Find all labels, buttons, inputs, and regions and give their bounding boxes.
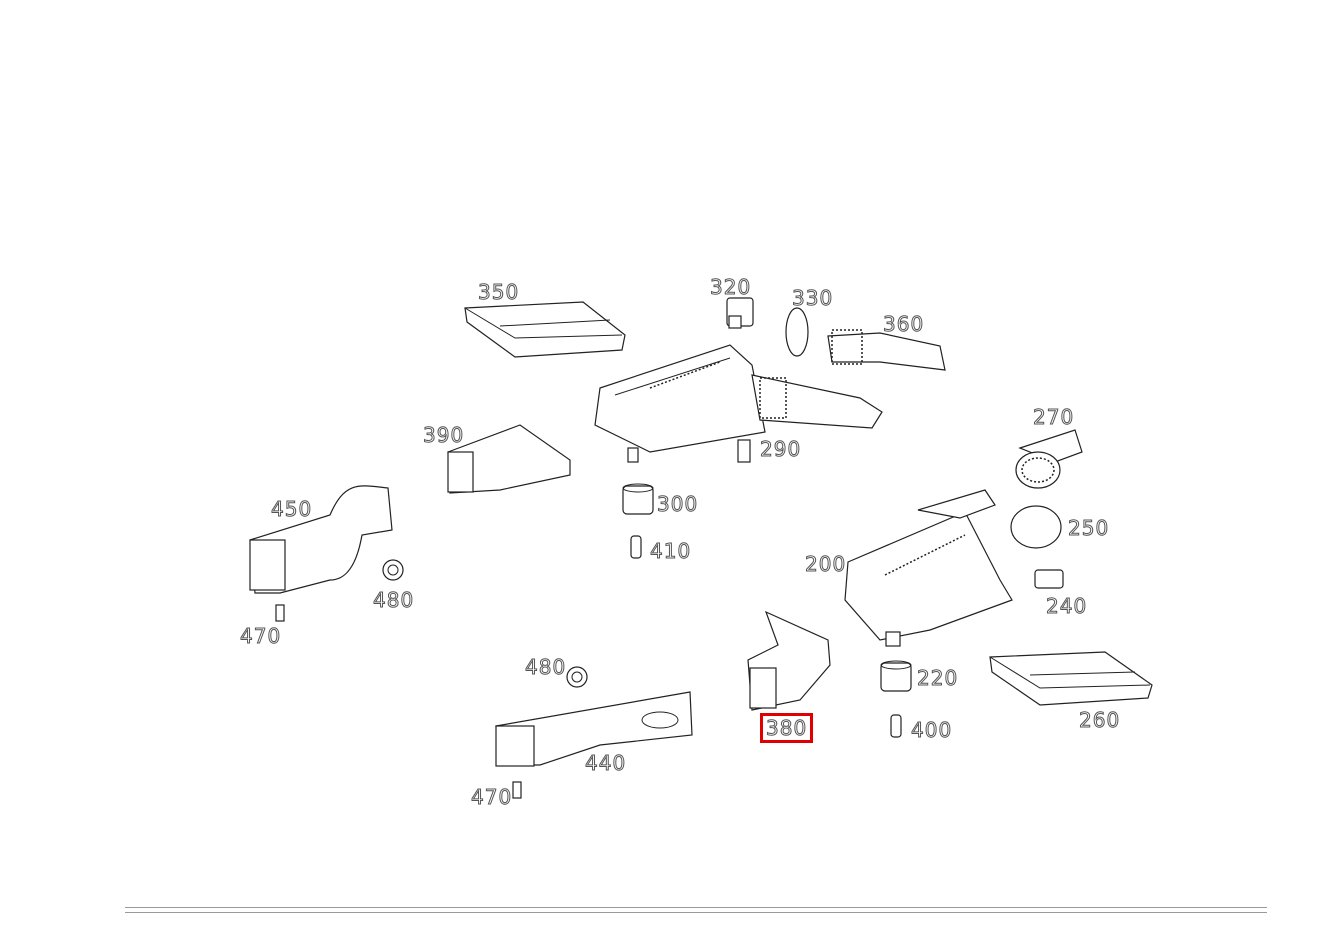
part-390-duct-drawing (447, 424, 571, 494)
part-250-clamp-drawing (1010, 505, 1062, 549)
part-450-duct-drawing (249, 485, 393, 594)
callout-290[interactable]: 290 (759, 437, 802, 461)
part-200-housing-drawing (844, 489, 1013, 647)
callout-380-selected[interactable]: 380 (759, 713, 814, 743)
part-260-filter-drawing (989, 651, 1153, 706)
callout-470-lower[interactable]: 470 (470, 785, 513, 809)
callout-220[interactable]: 220 (916, 666, 959, 690)
part-320-sensor-drawing (726, 297, 754, 329)
callout-320[interactable]: 320 (709, 275, 752, 299)
footer-divider (125, 907, 1267, 913)
callout-260[interactable]: 260 (1078, 708, 1121, 732)
part-270-hose-drawing (1015, 429, 1083, 489)
callout-480-lower[interactable]: 480 (524, 655, 567, 679)
callout-410[interactable]: 410 (649, 539, 692, 563)
part-440-duct-drawing (495, 691, 693, 767)
part-400-bolt-drawing (890, 714, 902, 738)
callout-450[interactable]: 450 (270, 497, 313, 521)
part-380-duct-drawing (747, 610, 831, 711)
part-350-filter-drawing (464, 301, 626, 358)
part-470a-clip-drawing (275, 604, 285, 622)
callout-400[interactable]: 400 (910, 718, 953, 742)
callout-270[interactable]: 270 (1032, 405, 1075, 429)
part-240-sensor-drawing (1034, 569, 1064, 589)
callout-360[interactable]: 360 (882, 312, 925, 336)
part-330-clamp-drawing (785, 307, 809, 357)
callout-200[interactable]: 200 (804, 552, 847, 576)
part-410-bolt-drawing (630, 535, 642, 559)
callout-470-upper[interactable]: 470 (239, 624, 282, 648)
part-480b-grommet-drawing (566, 666, 588, 688)
part-470b-clip-drawing (512, 781, 522, 799)
callout-300[interactable]: 300 (656, 492, 699, 516)
part-480a-grommet-drawing (382, 559, 404, 581)
callout-250[interactable]: 250 (1067, 516, 1110, 540)
callout-440[interactable]: 440 (584, 751, 627, 775)
callout-390[interactable]: 390 (422, 423, 465, 447)
callout-350[interactable]: 350 (477, 280, 520, 304)
part-220-mount-drawing (880, 660, 912, 692)
part-360-hose-drawing (827, 329, 946, 371)
part-290-housing-drawing (594, 344, 883, 463)
callout-480-upper[interactable]: 480 (372, 588, 415, 612)
part-300-mount-drawing (622, 483, 654, 515)
callout-240[interactable]: 240 (1045, 594, 1088, 618)
callout-330[interactable]: 330 (791, 286, 834, 310)
